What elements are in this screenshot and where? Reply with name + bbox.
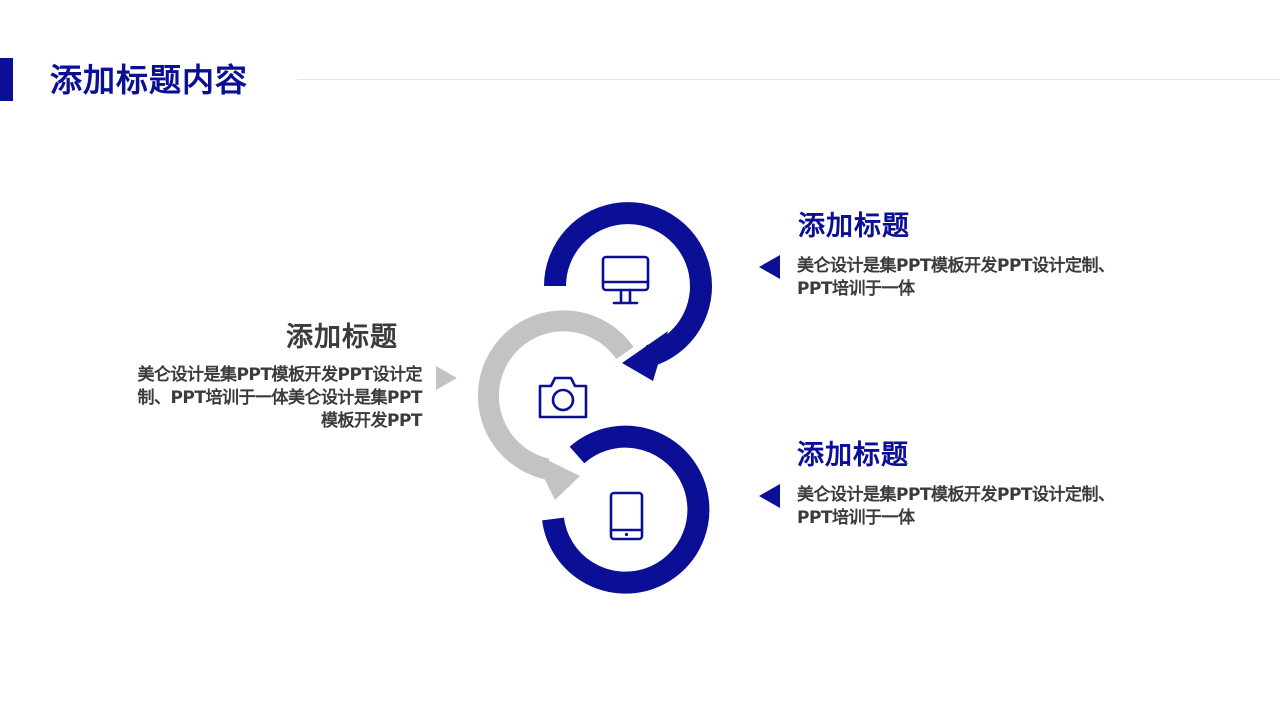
left-body: 美仑设计是集PPT模板开发PPT设计定制、PPT培训于一体美仑设计是集PPT模板… [137, 365, 422, 431]
top-ring [544, 202, 712, 381]
pointer-left [436, 366, 457, 390]
bottom-ring [542, 425, 710, 594]
top-right-title: 添加标题 [798, 211, 910, 242]
bottom-right-title: 添加标题 [797, 440, 909, 471]
top-right-body: 美仑设计是集PPT模板开发PPT设计定制、PPT培训于一体 [797, 256, 1115, 299]
monitor-icon [601, 255, 650, 305]
page-title: 添加标题内容 [50, 61, 249, 99]
title-divider [297, 79, 1280, 80]
tablet-icon [609, 491, 644, 541]
title-accent-bar [0, 58, 13, 101]
pointer-top-right [759, 255, 780, 279]
pointer-bottom-right [759, 484, 780, 508]
bottom-right-body: 美仑设计是集PPT模板开发PPT设计定制、PPT培训于一体 [797, 485, 1115, 528]
camera-icon [538, 376, 588, 419]
left-title: 添加标题 [286, 322, 398, 353]
middle-ring [477, 310, 634, 500]
